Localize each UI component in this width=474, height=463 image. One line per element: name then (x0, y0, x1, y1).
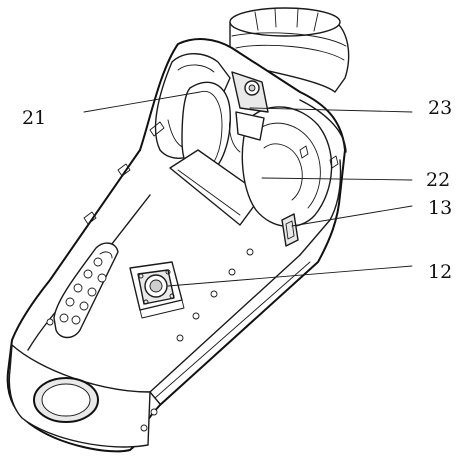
leader-12 (167, 265, 413, 287)
callout-labels: 21 23 22 13 12 (22, 97, 452, 283)
callout-label-22: 22 (426, 169, 450, 191)
connector (129, 261, 185, 319)
button-panel (53, 242, 119, 339)
leader-21 (83, 91, 201, 113)
front-lens (33, 377, 99, 423)
callout-label-13: 13 (428, 197, 452, 219)
leader-13 (291, 205, 413, 227)
leader-lines (83, 91, 413, 287)
callout-label-23: 23 (428, 97, 452, 119)
side-screws (46, 248, 254, 432)
leader-23 (249, 107, 413, 113)
side-switch (281, 213, 299, 247)
top-dome (229, 7, 350, 93)
cradle (154, 53, 347, 228)
callout-label-12: 12 (428, 261, 452, 283)
leader-22 (261, 177, 413, 181)
side-slots (83, 121, 339, 225)
callout-label-21: 21 (22, 107, 46, 129)
